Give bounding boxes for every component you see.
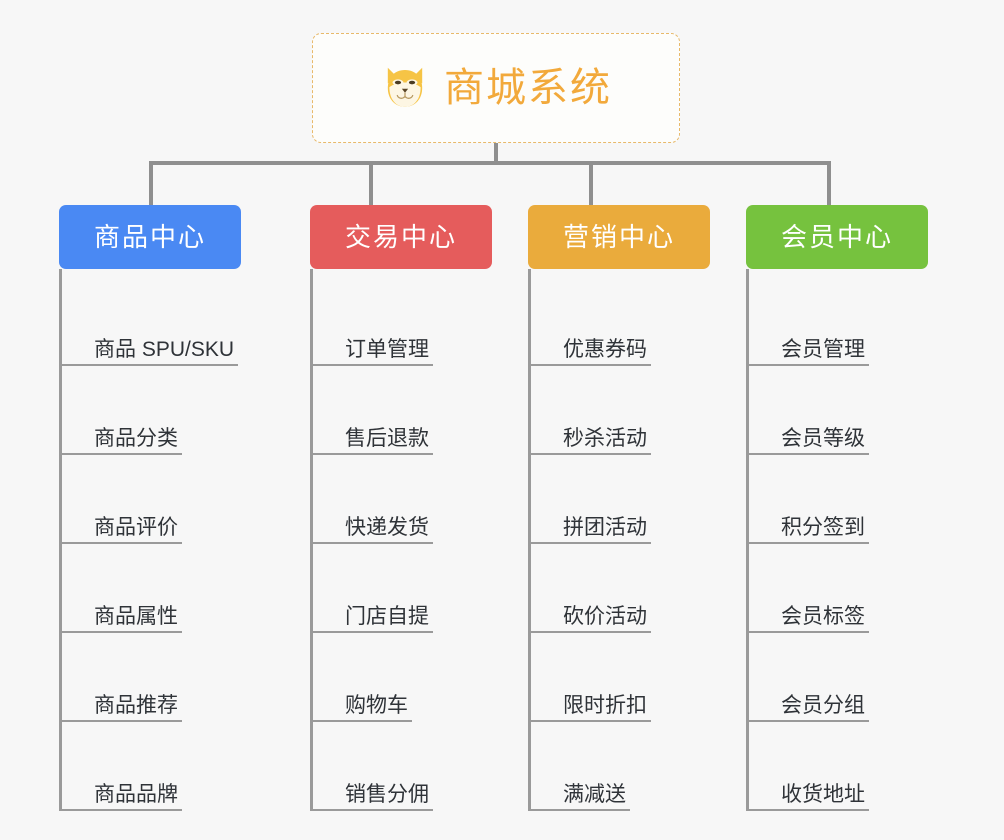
leaf-underline <box>62 364 238 366</box>
leaf-underline <box>313 720 412 722</box>
leaf-underline <box>313 631 433 633</box>
branch-trade-center: 交易中心 订单管理 售后退款 快递发货 门店自提 购物车 <box>310 205 492 811</box>
root-node-title: 商城系统 <box>444 66 612 110</box>
leaf-underline <box>313 809 433 811</box>
leaf-underline <box>62 631 182 633</box>
leaf-item[interactable]: 购物车 <box>313 633 492 722</box>
leaf-label: 售后退款 <box>345 426 429 450</box>
leaf-item[interactable]: 满减送 <box>531 722 710 811</box>
leaf-underline <box>313 364 433 366</box>
category-label: 营销中心 <box>562 222 675 252</box>
branch-marketing-center: 营销中心 优惠券码 秒杀活动 拼团活动 砍价活动 限时折扣 <box>528 205 710 811</box>
leaf-list-marketing-center: 优惠券码 秒杀活动 拼团活动 砍价活动 限时折扣 满减送 <box>528 269 710 811</box>
category-header-member-center[interactable]: 会员中心 <box>746 205 928 269</box>
leaf-label: 商品品牌 <box>94 782 178 806</box>
leaf-label: 优惠券码 <box>563 337 647 361</box>
leaf-underline <box>749 453 869 455</box>
leaf-underline <box>531 542 651 544</box>
leaf-label: 收货地址 <box>781 782 865 806</box>
leaf-item[interactable]: 限时折扣 <box>531 633 710 722</box>
leaf-label: 限时折扣 <box>563 693 647 717</box>
connector-drop-4 <box>827 161 831 205</box>
leaf-item[interactable]: 快递发货 <box>313 455 492 544</box>
leaf-item[interactable]: 商品 SPU/SKU <box>62 277 241 366</box>
leaf-underline <box>62 809 182 811</box>
leaf-item[interactable]: 会员标签 <box>749 544 928 633</box>
leaf-label: 商品评价 <box>94 515 178 539</box>
leaf-item[interactable]: 会员等级 <box>749 366 928 455</box>
leaf-underline <box>531 720 651 722</box>
leaf-underline <box>313 453 433 455</box>
leaf-label: 会员等级 <box>781 426 865 450</box>
leaf-label: 商品推荐 <box>94 693 178 717</box>
branch-member-center: 会员中心 会员管理 会员等级 积分签到 会员标签 会员分组 <box>746 205 928 811</box>
leaf-list-product-center: 商品 SPU/SKU 商品分类 商品评价 商品属性 商品推荐 商品品牌 <box>59 269 241 811</box>
leaf-underline <box>531 809 630 811</box>
leaf-item[interactable]: 收货地址 <box>749 722 928 811</box>
leaf-item[interactable]: 积分签到 <box>749 455 928 544</box>
leaf-label: 满减送 <box>563 782 626 806</box>
leaf-label: 购物车 <box>345 693 408 717</box>
category-label: 商品中心 <box>93 222 206 252</box>
leaf-label: 砍价活动 <box>563 604 647 628</box>
leaf-item[interactable]: 商品属性 <box>62 544 241 633</box>
category-label: 会员中心 <box>780 222 893 252</box>
leaf-underline <box>749 809 869 811</box>
leaf-item[interactable]: 优惠券码 <box>531 277 710 366</box>
leaf-underline <box>531 631 651 633</box>
leaf-underline <box>531 453 651 455</box>
leaf-label: 快递发货 <box>345 515 429 539</box>
leaf-item[interactable]: 会员管理 <box>749 277 928 366</box>
leaf-item[interactable]: 拼团活动 <box>531 455 710 544</box>
connector-horizontal-bus <box>149 161 831 165</box>
leaf-underline <box>62 720 182 722</box>
leaf-item[interactable]: 商品品牌 <box>62 722 241 811</box>
leaf-underline <box>62 453 182 455</box>
connector-root-stem <box>494 143 498 163</box>
leaf-item[interactable]: 门店自提 <box>313 544 492 633</box>
leaf-underline <box>749 542 869 544</box>
leaf-underline <box>531 364 651 366</box>
leaf-label: 拼团活动 <box>563 515 647 539</box>
leaf-item[interactable]: 商品评价 <box>62 455 241 544</box>
connector-drop-1 <box>149 161 153 205</box>
leaf-label: 会员分组 <box>781 693 865 717</box>
leaf-label: 商品分类 <box>94 426 178 450</box>
leaf-item[interactable]: 砍价活动 <box>531 544 710 633</box>
leaf-item[interactable]: 商品推荐 <box>62 633 241 722</box>
leaf-label: 门店自提 <box>345 604 429 628</box>
leaf-item[interactable]: 销售分佣 <box>313 722 492 811</box>
leaf-item[interactable]: 会员分组 <box>749 633 928 722</box>
leaf-item[interactable]: 商品分类 <box>62 366 241 455</box>
leaf-label: 商品 SPU/SKU <box>94 337 235 361</box>
leaf-underline <box>62 542 182 544</box>
leaf-label: 商品属性 <box>94 604 178 628</box>
category-label: 交易中心 <box>344 222 457 252</box>
category-header-marketing-center[interactable]: 营销中心 <box>528 205 710 269</box>
leaf-item[interactable]: 售后退款 <box>313 366 492 455</box>
leaf-label: 积分签到 <box>781 515 865 539</box>
category-header-product-center[interactable]: 商品中心 <box>59 205 241 269</box>
leaf-label: 秒杀活动 <box>563 426 647 450</box>
leaf-underline <box>749 720 869 722</box>
root-node-mall-system[interactable]: 商城系统 <box>312 33 680 143</box>
connector-drop-2 <box>369 161 373 205</box>
leaf-item[interactable]: 秒杀活动 <box>531 366 710 455</box>
leaf-list-member-center: 会员管理 会员等级 积分签到 会员标签 会员分组 收货地址 <box>746 269 928 811</box>
leaf-label: 订单管理 <box>345 337 429 361</box>
shiba-dog-icon <box>387 67 423 107</box>
leaf-underline <box>749 364 869 366</box>
connector-drop-3 <box>589 161 593 205</box>
leaf-label: 会员标签 <box>781 604 865 628</box>
leaf-label: 会员管理 <box>781 337 865 361</box>
leaf-label: 销售分佣 <box>345 782 429 806</box>
category-header-trade-center[interactable]: 交易中心 <box>310 205 492 269</box>
leaf-item[interactable]: 订单管理 <box>313 277 492 366</box>
branch-product-center: 商品中心 商品 SPU/SKU 商品分类 商品评价 商品属性 商品推荐 <box>59 205 241 811</box>
leaf-list-trade-center: 订单管理 售后退款 快递发货 门店自提 购物车 销售分佣 <box>310 269 492 811</box>
leaf-underline <box>313 542 433 544</box>
leaf-underline <box>749 631 869 633</box>
